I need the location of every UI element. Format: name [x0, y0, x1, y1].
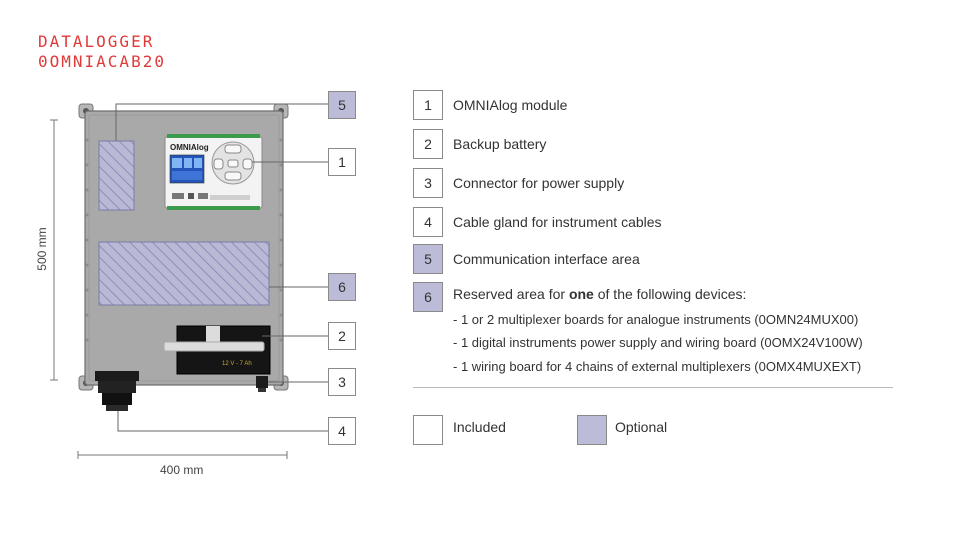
legend-item-5: 5 Communication interface area: [413, 244, 640, 274]
communication-area: [98, 140, 135, 211]
legend-label: Connector for power supply: [453, 175, 625, 191]
reserved-area: [98, 241, 270, 306]
legend-item-3: 3 Connector for power supply: [413, 168, 624, 198]
backup-battery: 12 V - 7 Ah: [163, 325, 271, 375]
title-line-2: 0OMNIACAB20: [38, 52, 166, 71]
legend-item-1: 1 OMNIAlog module: [413, 90, 567, 120]
battery-label: 12 V - 7 Ah: [222, 361, 252, 367]
legend-number: 3: [413, 168, 443, 198]
legend-label: Cable gland for instrument cables: [453, 214, 662, 230]
included-swatch: [413, 415, 443, 445]
callout-6: 6: [328, 273, 356, 301]
callout-4: 4: [328, 417, 356, 445]
power-connector: [256, 376, 268, 392]
module-brand: OMNIAlog: [170, 143, 209, 152]
legend-label: Communication interface area: [453, 251, 640, 267]
legend-divider: [413, 387, 893, 388]
callout-1: 1: [328, 148, 356, 176]
callout-2: 2: [328, 322, 356, 350]
optional-label: Optional: [615, 419, 668, 435]
legend-label: OMNIAlog module: [453, 97, 568, 113]
width-dimension: 400 mm: [160, 463, 204, 477]
title-line-1: DATALOGGER: [38, 32, 155, 51]
page-title: DATALOGGER 0OMNIACAB20: [38, 32, 166, 72]
callout-5: 5: [328, 91, 356, 119]
legend-item-2: 2 Backup battery: [413, 129, 546, 159]
legend-number: 2: [413, 129, 443, 159]
legend-label: Reserved area for one of the following d…: [453, 286, 747, 302]
dimension-lines: [50, 119, 288, 459]
height-dimension: 500 mm: [35, 227, 49, 271]
cable-gland: [95, 371, 139, 411]
enclosure-dots: [85, 138, 283, 342]
device-option-2: - 1 digital instruments power supply and…: [453, 335, 863, 350]
device-option-3: - 1 wiring board for 4 chains of externa…: [453, 359, 862, 374]
leader-lines: [115, 103, 328, 432]
legend-number: 6: [413, 282, 443, 312]
callout-3: 3: [328, 368, 356, 396]
device-option-1: - 1 or 2 multiplexer boards for analogue…: [453, 312, 859, 327]
legend-label: Backup battery: [453, 136, 547, 152]
optional-swatch: [577, 415, 607, 445]
omnialog-module: OMNIAlog: [164, 134, 263, 210]
legend-item-6: 6 Reserved area for one of the following…: [413, 282, 746, 312]
legend-number: 4: [413, 207, 443, 237]
included-label: Included: [453, 419, 506, 435]
legend-bold-word: one: [568, 286, 594, 302]
legend-number: 1: [413, 90, 443, 120]
legend-item-4: 4 Cable gland for instrument cables: [413, 207, 662, 237]
legend-number: 5: [413, 244, 443, 274]
